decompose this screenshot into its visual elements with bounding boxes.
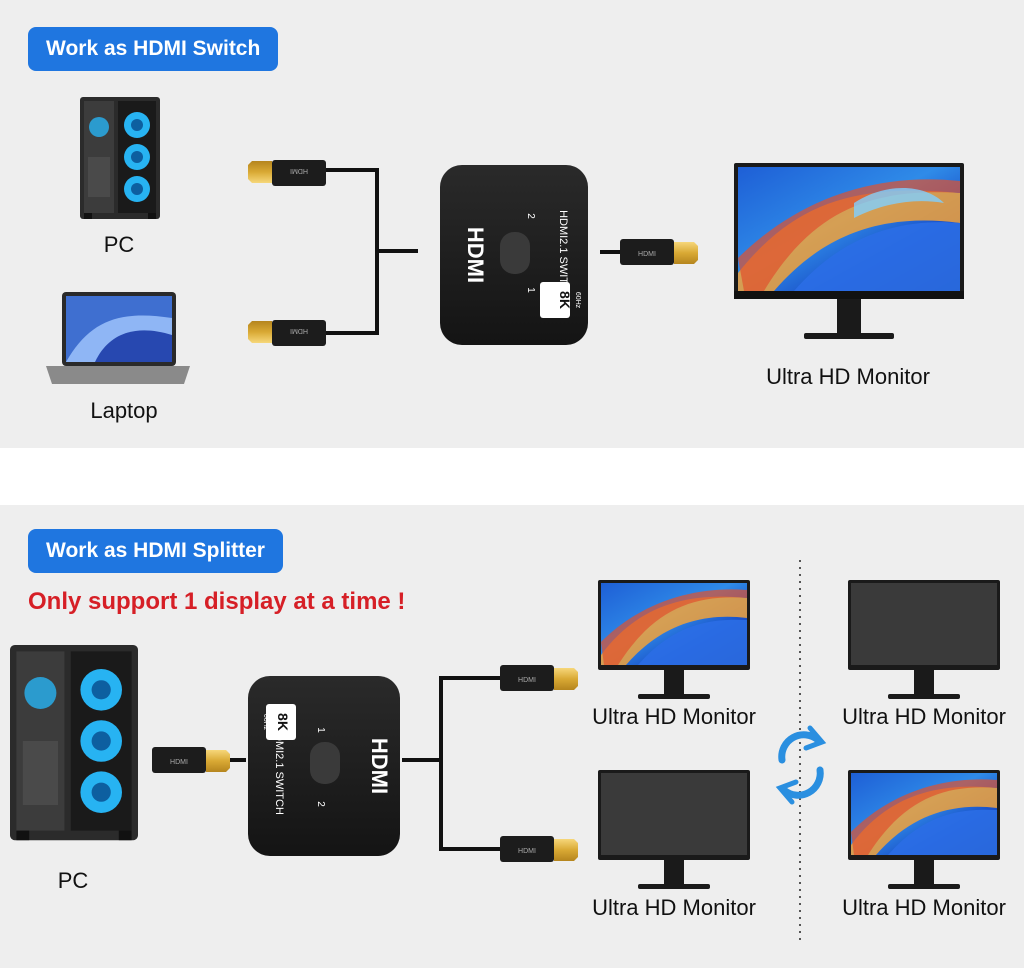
device-badge: 8K <box>557 291 573 309</box>
device-badge: 8K <box>275 713 291 731</box>
warning-text: Only support 1 display at a time ! <box>28 588 406 615</box>
monitor-icon <box>734 163 964 339</box>
monitor-icon <box>598 580 750 699</box>
hdmi-connector-icon <box>500 836 578 862</box>
monitor-label: Ultra HD Monitor <box>842 704 1006 729</box>
pc-label: PC <box>57 868 89 893</box>
device-logo: HDMI <box>367 738 392 794</box>
device-logo: HDMI <box>463 227 488 283</box>
monitor-icon <box>848 580 1000 699</box>
monitor-label: Ultra HD Monitor <box>592 704 756 729</box>
monitor-label: Ultra HD Monitor <box>842 895 1006 920</box>
monitor-icon <box>848 770 1000 889</box>
port-2-label: 2 <box>525 213 536 219</box>
monitor-label: Ultra HD Monitor <box>766 364 930 389</box>
device-model: HDMI2.1 SWITCH <box>557 210 569 300</box>
hdmi-connector-icon <box>500 665 578 691</box>
port-1-label: 1 <box>525 287 536 293</box>
hdmi-switch-device <box>248 676 400 856</box>
monitor-icon <box>598 770 750 889</box>
port-2-label: 2 <box>315 801 326 807</box>
splitter-mode-badge: Work as HDMI Splitter <box>28 529 283 573</box>
pc-label: PC <box>103 232 135 257</box>
device-refresh: 60Hz <box>574 292 581 309</box>
hdmi-connector-icon <box>152 747 230 773</box>
monitor-label: Ultra HD Monitor <box>592 895 756 920</box>
port-1-label: 1 <box>315 727 326 733</box>
device-refresh: 60Hz <box>262 714 269 731</box>
switch-mode-badge: Work as HDMI Switch <box>28 27 279 71</box>
laptop-label: Laptop <box>90 398 158 423</box>
hdmi-switch-device <box>440 165 588 345</box>
pc-tower-icon <box>80 97 160 219</box>
hdmi-connector-icon <box>248 160 326 186</box>
swap-arrows-icon <box>775 725 827 805</box>
pc-tower-icon <box>10 645 138 841</box>
device-model: HDMI2.1 SWITCH <box>273 725 285 815</box>
laptop-icon <box>46 292 190 384</box>
hdmi-connector-icon <box>248 320 326 346</box>
hdmi-connector-icon <box>620 239 698 265</box>
